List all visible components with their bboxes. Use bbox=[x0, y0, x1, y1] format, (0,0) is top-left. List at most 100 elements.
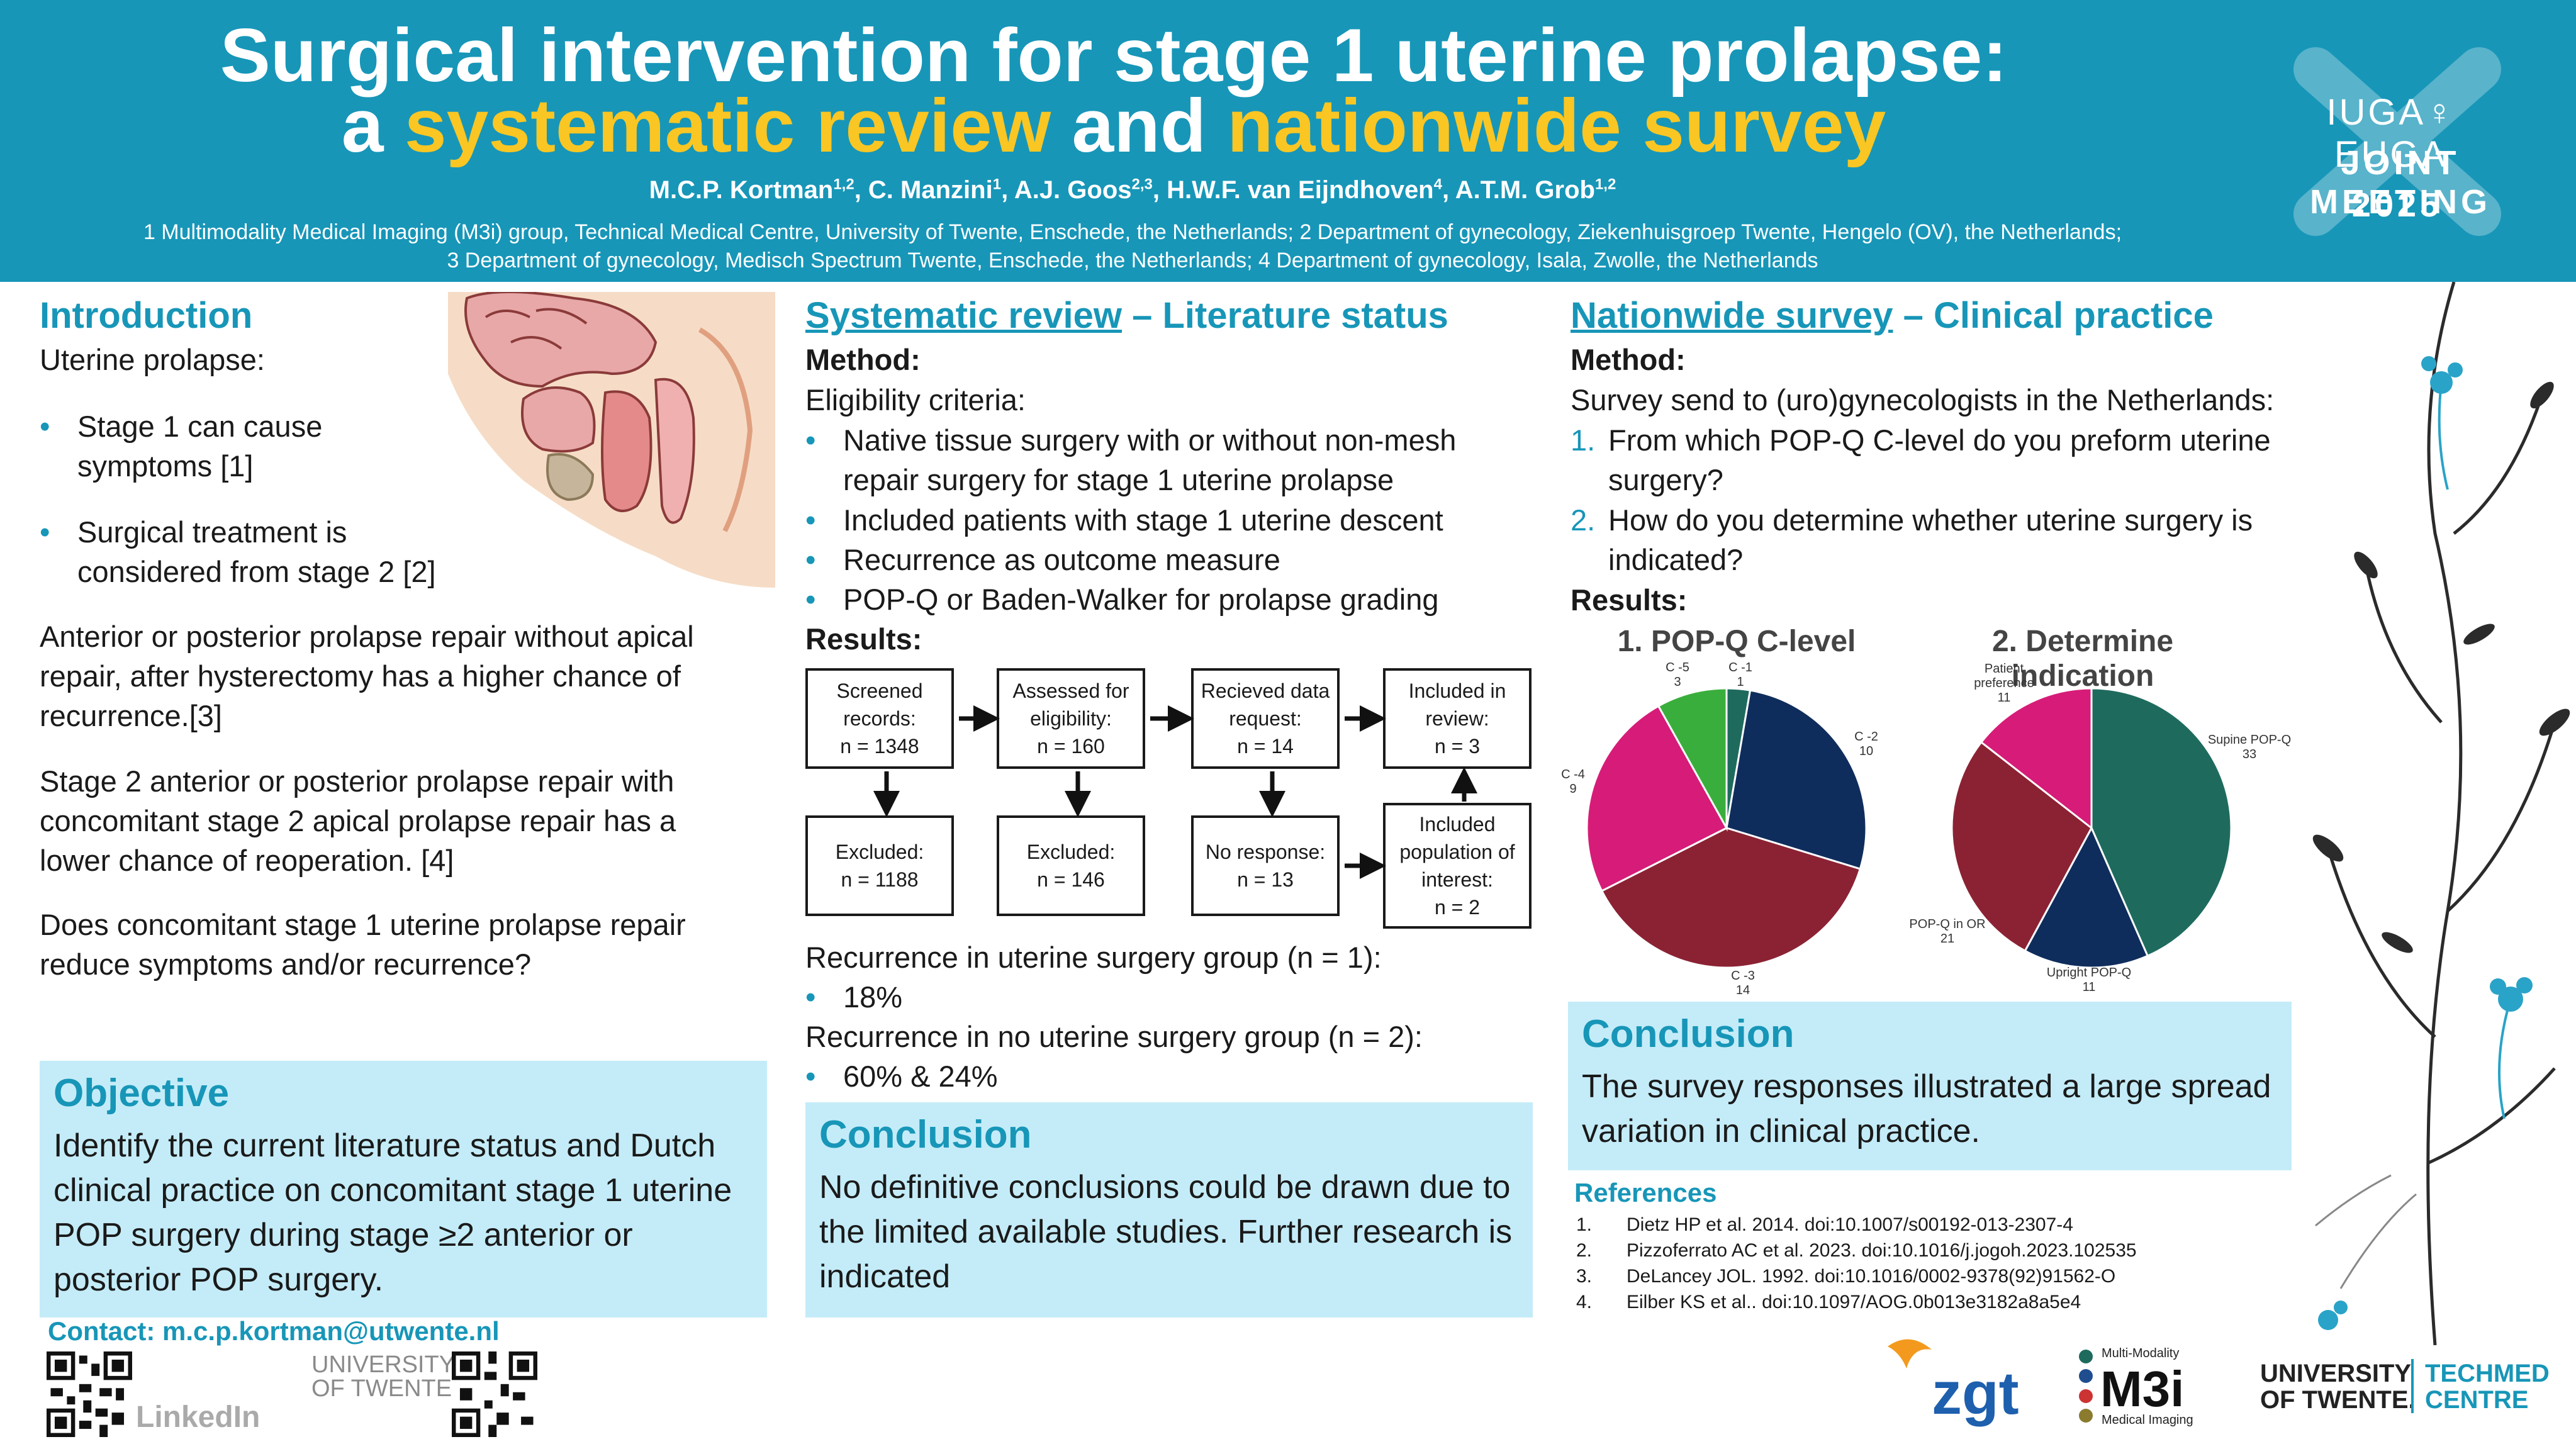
review-results-label: Results: bbox=[805, 622, 922, 656]
objective-box: Objective Identify the current literatur… bbox=[40, 1061, 767, 1318]
bullet-dot: • bbox=[40, 410, 50, 443]
author: C. Manzini1, bbox=[868, 176, 1014, 204]
pie-label-cat: C -4 bbox=[1561, 768, 1585, 781]
title-highlight-survey: nationwide survey bbox=[1227, 84, 1886, 168]
review-criterion-text: Included patients with stage 1 uterine d… bbox=[843, 503, 1443, 537]
ref-text[interactable]: Dietz HP et al. 2014. doi:10.1007/s00192… bbox=[1627, 1214, 2073, 1235]
review-heading: Systematic review – Literature status bbox=[805, 294, 1448, 337]
contact-email[interactable]: Contact: m.c.p.kortman@utwente.nl bbox=[48, 1316, 500, 1346]
survey-intro: Survey send to (uro)gynecologists in the… bbox=[1571, 383, 2275, 417]
flow-arrows bbox=[873, 705, 1477, 879]
author-name: M.C.P. Kortman bbox=[649, 176, 834, 204]
ref-num: 3. bbox=[1576, 1266, 1593, 1287]
pie-slice-upright-pop-q bbox=[2024, 825, 2149, 969]
author-name: C. Manzini bbox=[868, 176, 993, 204]
question-text: From which POP-Q C-level do you preform … bbox=[1608, 423, 2271, 496]
logo-divider bbox=[2411, 1359, 2414, 1413]
poster-title-line2: a systematic review and nationwide surve… bbox=[113, 88, 2114, 164]
flow-label: Included in review: bbox=[1408, 680, 1506, 730]
review-conclusion-box: Conclusion No definitive conclusions cou… bbox=[805, 1102, 1533, 1318]
survey-heading-link[interactable]: Nationwide survey bbox=[1571, 295, 1893, 336]
ut-logo-line2: OF TWENTE. bbox=[2260, 1386, 2416, 1414]
conference-logo-text: IUGA♀ EUGA bbox=[2326, 92, 2456, 175]
pie-label-val: 11 bbox=[2082, 980, 2096, 994]
pie-label-cat: C -5 bbox=[1666, 661, 1689, 674]
introduction-heading: Introduction bbox=[40, 295, 253, 336]
flow-box-no-response: No response:n = 13 bbox=[1191, 815, 1340, 916]
pie-label-val: 21 bbox=[1940, 932, 1955, 946]
bullet-dot: • bbox=[805, 543, 816, 576]
flow-value: n = 3 bbox=[1434, 735, 1481, 758]
survey-heading: Nationwide survey – Clinical practice bbox=[1571, 294, 2214, 337]
flow-value: n = 160 bbox=[1037, 735, 1105, 758]
ref-num: 4. bbox=[1576, 1292, 1593, 1312]
pie-slice-c-4 bbox=[1586, 705, 1728, 892]
author-list: M.C.P. Kortman1,2, C. Manzini1, A.J. Goo… bbox=[189, 176, 2076, 204]
flow-box-data-request: Recieved data request:n = 14 bbox=[1191, 668, 1340, 769]
pie-label-cat: Upright POP-Q bbox=[2046, 966, 2132, 980]
conference-x-logo-icon bbox=[2293, 47, 2501, 236]
pie-chart-determine-indication bbox=[1951, 687, 2232, 969]
pie-slice-patient-preference bbox=[1980, 687, 2093, 831]
question-number: 2. bbox=[1571, 503, 1596, 537]
recurrence-uterine-label: Recurrence in uterine surgery group (n =… bbox=[805, 941, 1382, 974]
techmed-line1: TECHMED bbox=[2425, 1360, 2550, 1387]
intro-bullet-text: Surgical treatment is considered from st… bbox=[77, 515, 436, 588]
pie-label-cat: Patient preference bbox=[1974, 662, 2034, 690]
chart2-title: 2. Determine indication bbox=[1991, 625, 2174, 693]
intro-bullet-text: Stage 1 can cause symptoms [1] bbox=[77, 410, 323, 483]
ref-text[interactable]: DeLancey JOL. 1992. doi:10.1016/0002-937… bbox=[1627, 1266, 2116, 1287]
ref-num: 2. bbox=[1576, 1240, 1593, 1261]
linkedin-logo[interactable]: LinkedIn bbox=[136, 1401, 260, 1434]
flow-label: Excluded: bbox=[835, 841, 924, 863]
qr-code-university-icon[interactable] bbox=[452, 1351, 537, 1437]
author-affil: 1,2 bbox=[1594, 176, 1616, 193]
pie-label-val: 1 bbox=[1737, 675, 1744, 689]
techmed-line2: CENTRE bbox=[2425, 1386, 2529, 1414]
flow-label: Screened records: bbox=[836, 680, 923, 730]
qr-code-linkedin-icon[interactable] bbox=[47, 1351, 132, 1437]
flow-label: No response: bbox=[1205, 841, 1326, 863]
survey-conclusion-text: The survey responses illustrated a large… bbox=[1582, 1068, 2271, 1150]
m3i-dots-icon bbox=[2079, 1350, 2093, 1423]
author-affil: 1 bbox=[992, 176, 1002, 193]
author: A.J. Goos2,3, bbox=[1014, 176, 1167, 204]
flow-label: Included population of interest: bbox=[1399, 813, 1515, 891]
bullet-dot: • bbox=[805, 980, 816, 1014]
m3i-top-text: Multi-Modality bbox=[2102, 1346, 2180, 1360]
survey-method-label: Method: bbox=[1571, 343, 1686, 376]
ut-logo-line1: UNIVERSITY bbox=[311, 1351, 456, 1378]
ref-text[interactable]: Pizzoferrato AC et al. 2023. doi:10.1016… bbox=[1627, 1240, 2137, 1261]
flow-box-assessed: Assessed for eligibility:n = 160 bbox=[997, 668, 1145, 769]
bullet-dot: • bbox=[805, 583, 816, 616]
pie-label-cat: C -3 bbox=[1731, 969, 1755, 983]
survey-conclusion-box: Conclusion The survey responses illustra… bbox=[1568, 1002, 2292, 1170]
ref-text[interactable]: Eilber KS et al.. doi:10.1097/AOG.0b013e… bbox=[1627, 1292, 2081, 1312]
author-affil: 2,3 bbox=[1131, 176, 1153, 193]
bullet-dot: • bbox=[40, 515, 50, 549]
pie-slice-c-5 bbox=[1657, 687, 1728, 832]
intro-paragraph-1: Anterior or posterior prolapse repair wi… bbox=[40, 620, 694, 732]
review-method-label: Method: bbox=[805, 343, 921, 376]
pie-label-val: 3 bbox=[1674, 675, 1681, 689]
review-criterion-text: POP-Q or Baden-Walker for prolapse gradi… bbox=[843, 583, 1439, 616]
ut-logo-left: UNIVERSITY OF TWENTE. bbox=[311, 1353, 459, 1401]
pie-slice-pop-q-in-or bbox=[1951, 741, 2093, 953]
author: H.W.F. van Eijndhoven4, bbox=[1167, 176, 1455, 204]
affiliations-line1: 1 Multimodality Medical Imaging (M3i) gr… bbox=[143, 220, 2122, 244]
ref-num: 1. bbox=[1576, 1214, 1593, 1235]
review-criterion-text: Recurrence as outcome measure bbox=[843, 543, 1280, 576]
question-number: 1. bbox=[1571, 423, 1596, 457]
survey-heading-rest: – Clinical practice bbox=[1893, 295, 2214, 336]
affiliations-line2: 3 Department of gynecology, Medisch Spec… bbox=[447, 249, 1818, 272]
review-conclusion-text: No definitive conclusions could be drawn… bbox=[819, 1169, 1513, 1295]
flow-value: n = 1188 bbox=[841, 868, 919, 891]
flow-value: n = 1348 bbox=[840, 735, 919, 758]
flow-value: n = 14 bbox=[1237, 735, 1294, 758]
review-heading-link[interactable]: Systematic review bbox=[805, 295, 1122, 336]
author: M.C.P. Kortman1,2, bbox=[649, 176, 868, 204]
